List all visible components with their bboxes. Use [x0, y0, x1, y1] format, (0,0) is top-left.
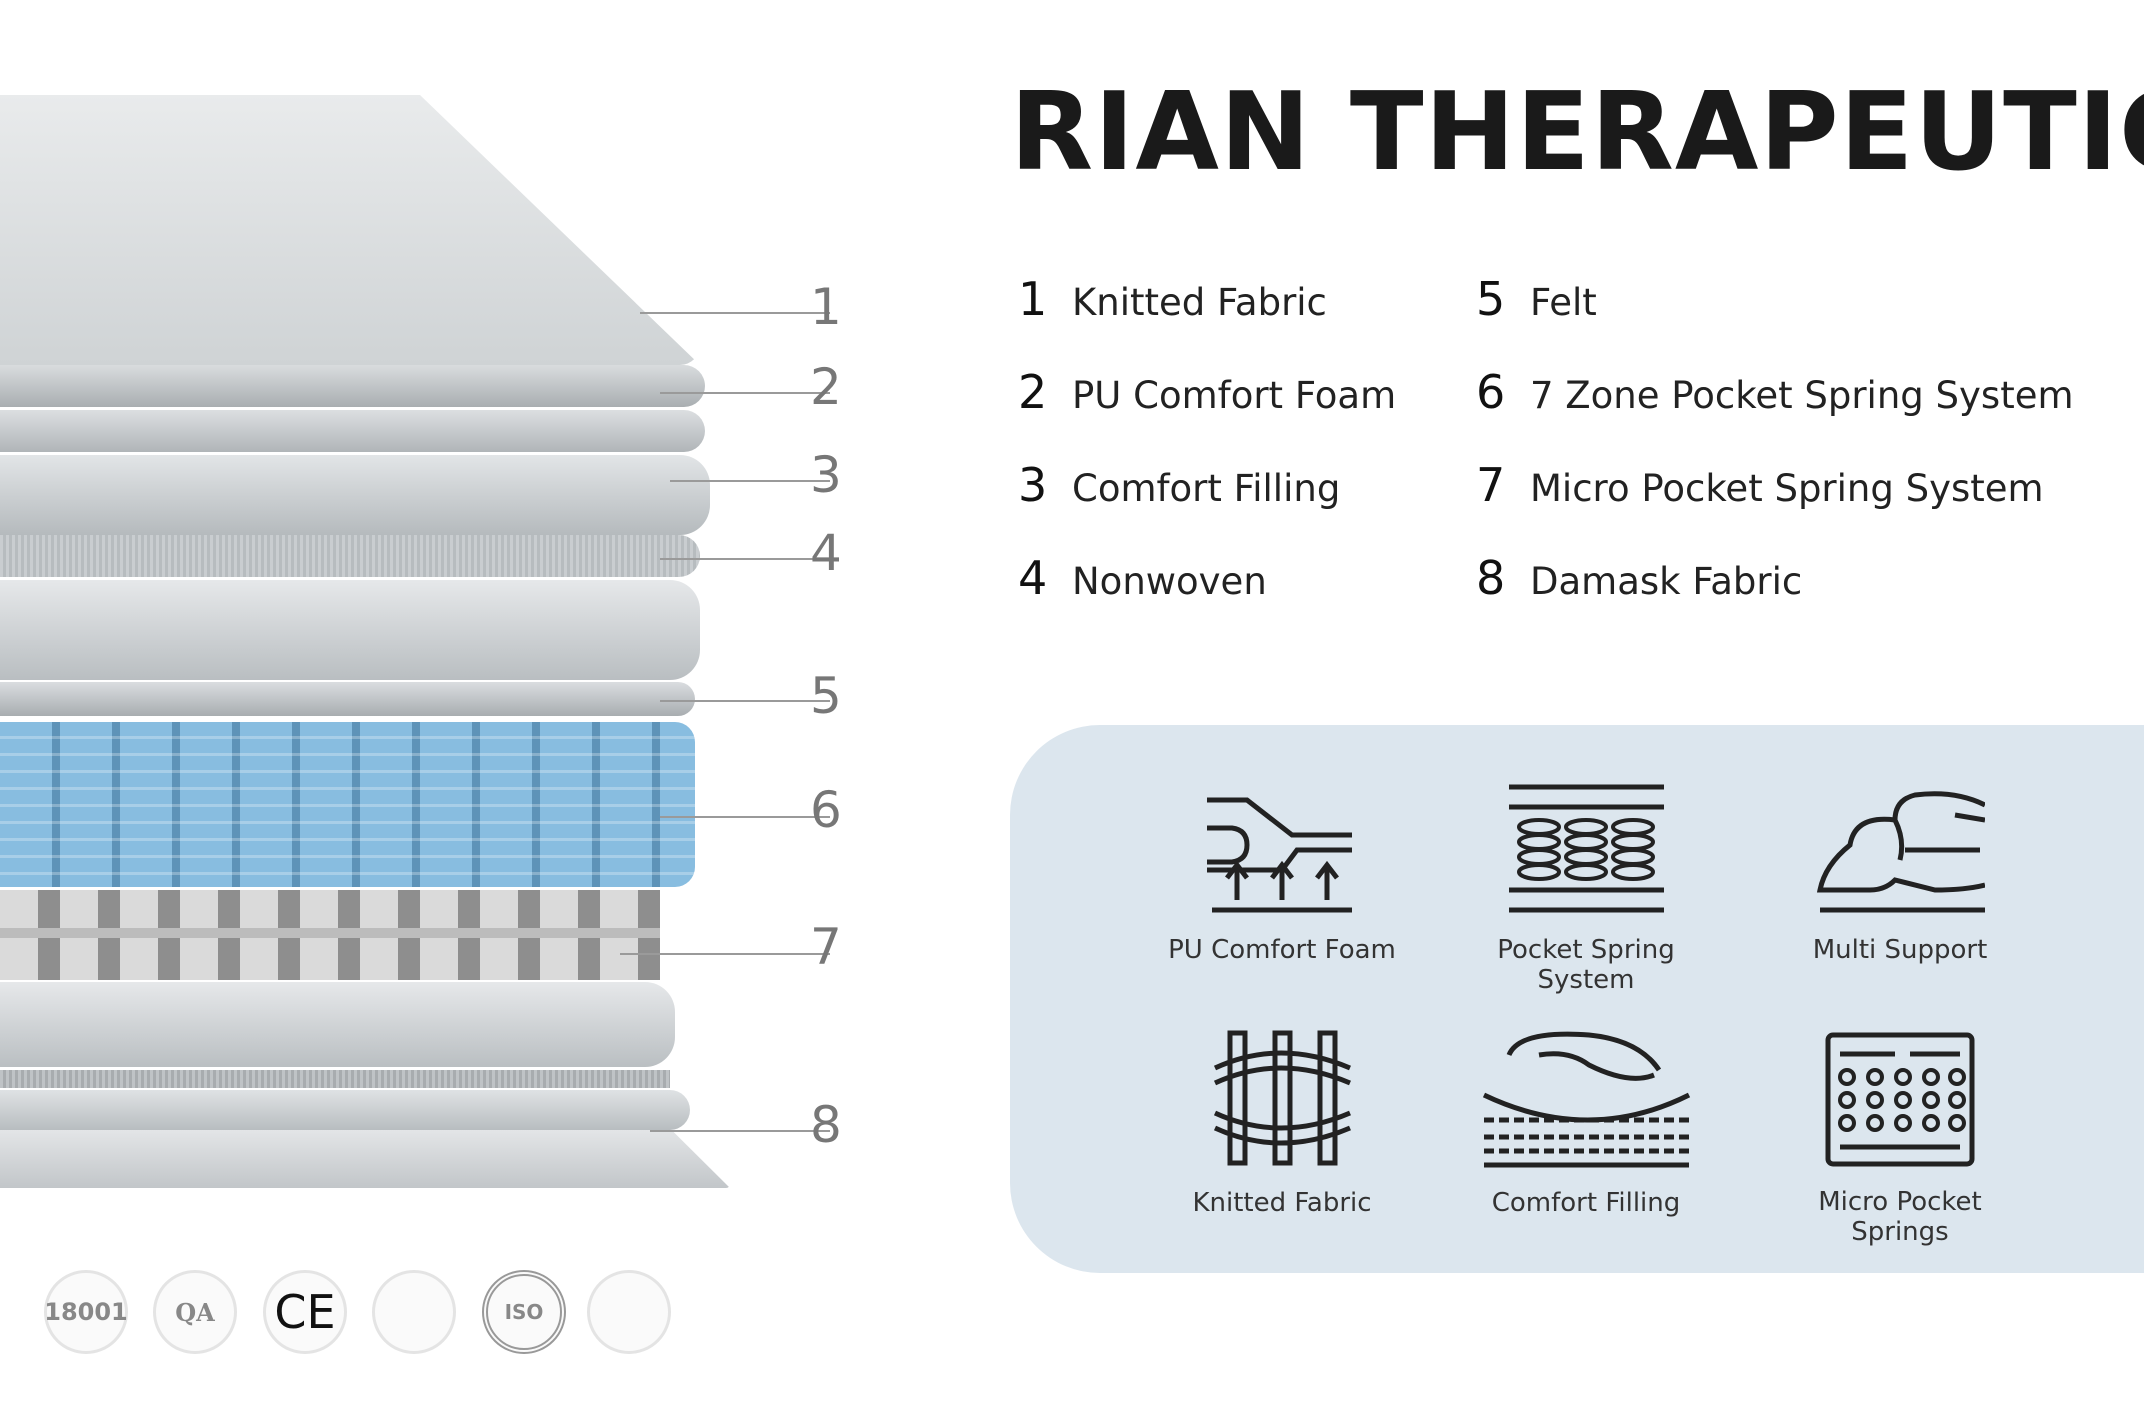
leader-line	[670, 480, 830, 482]
callout-2: 2	[810, 358, 842, 416]
layer-nonwoven	[0, 535, 700, 577]
multi-support-icon	[1816, 791, 1985, 913]
iso-badge: ISO	[482, 1270, 566, 1354]
feature-comfort-filling: Comfort Filling	[1466, 1025, 1706, 1218]
callout-4: 4	[810, 524, 842, 582]
feature-pocket-spring-system: Pocket Spring System	[1466, 782, 1706, 995]
leader-line	[660, 558, 830, 560]
feature-micro-pocket-springs: Micro Pocket Springs	[1780, 1032, 2020, 1247]
layer-base-nonwoven	[0, 1070, 670, 1088]
layer-knitted-fabric	[0, 95, 700, 365]
ce-badge: CE	[263, 1270, 347, 1354]
feature-multi-support: Multi Support	[1780, 790, 2020, 965]
callout-5: 5	[810, 667, 842, 725]
layer-micro-pocket-springs	[0, 890, 660, 980]
feature-knitted-fabric: Knitted Fabric	[1162, 1028, 1402, 1218]
layer-felt-top	[0, 580, 700, 680]
leader-line	[620, 953, 830, 955]
iso-14001-badge	[587, 1270, 671, 1354]
product-title: RIAN THERAPEUTIC	[1010, 70, 2144, 195]
micro-pocket-springs-icon	[1825, 1032, 1975, 1167]
callout-8: 8	[810, 1096, 842, 1154]
leader-line	[660, 700, 830, 702]
layer-felt	[0, 682, 695, 716]
comfort-filling-icon	[1482, 1031, 1690, 1168]
leader-line	[650, 1130, 830, 1132]
pocket-spring-icon	[1508, 784, 1664, 913]
callout-7: 7	[810, 918, 842, 976]
qa-badge: QA	[153, 1270, 237, 1354]
layer-base-foam	[0, 982, 675, 1067]
leader-line	[660, 392, 830, 394]
feature-pu-comfort-foam: PU Comfort Foam	[1162, 790, 1402, 965]
knitted-fabric-icon	[1213, 1030, 1351, 1166]
cert-badge-4	[372, 1270, 456, 1354]
foam-icon	[1207, 797, 1352, 913]
layer-pu-foam-2	[0, 410, 705, 452]
leader-line	[640, 312, 830, 314]
layer-pu-foam-1	[0, 365, 705, 407]
layer-damask-top	[0, 1090, 690, 1130]
ohsas-18001-badge: 18001	[44, 1270, 128, 1354]
leader-line	[660, 816, 830, 818]
layer-7-zone-pocket-springs	[0, 722, 695, 887]
callout-1: 1	[810, 278, 842, 336]
layer-comfort-filling	[0, 455, 710, 535]
layer-damask-fabric	[0, 1130, 730, 1188]
callout-3: 3	[810, 446, 842, 504]
callout-6: 6	[810, 781, 842, 839]
